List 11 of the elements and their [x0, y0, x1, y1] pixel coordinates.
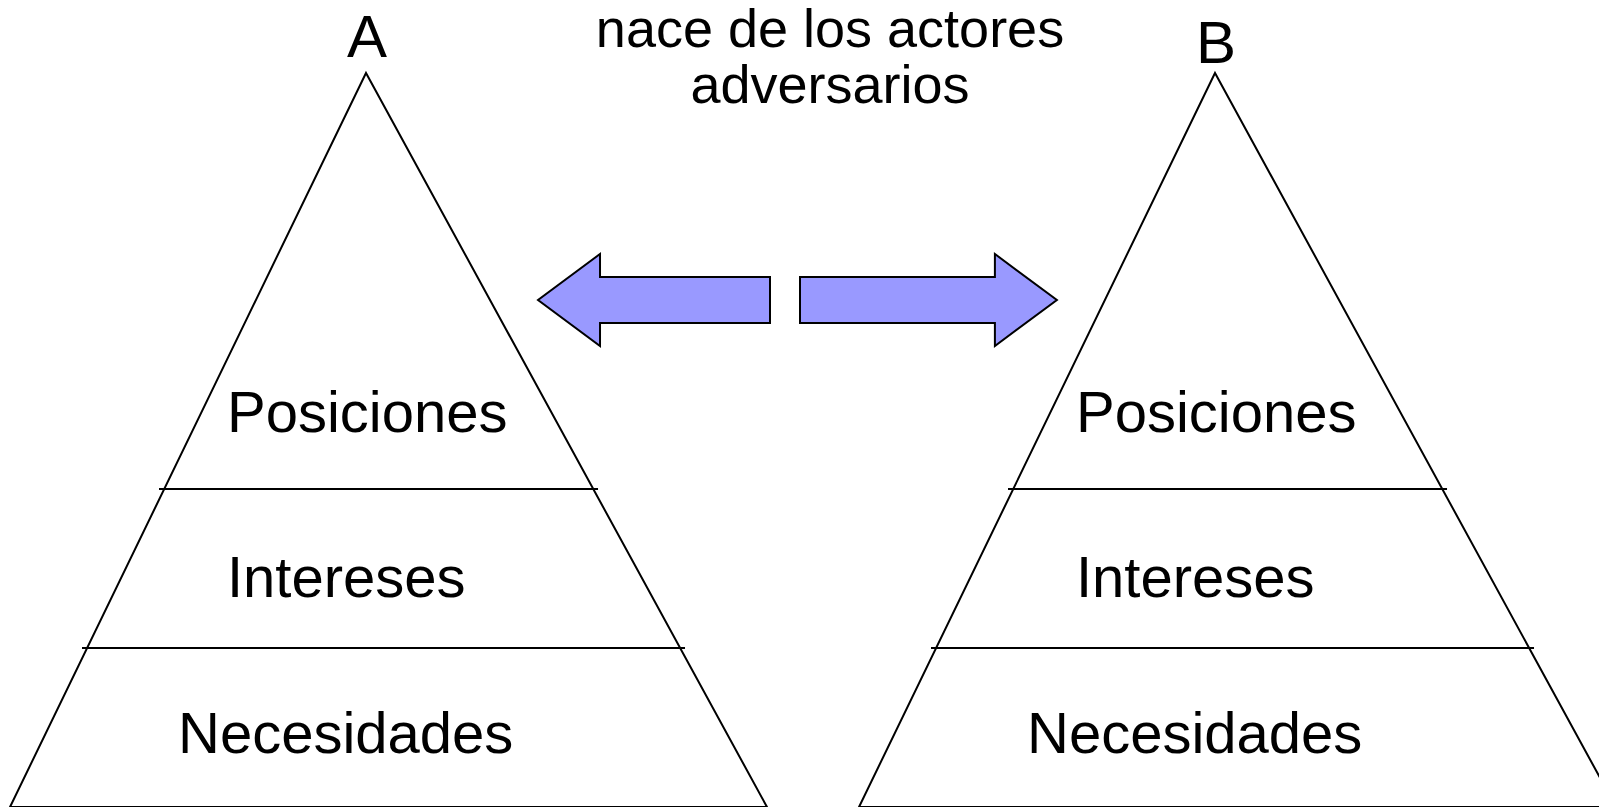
layer-label: Necesidades [178, 704, 514, 762]
layer-label: Intereses [1076, 548, 1315, 606]
layer-label: Posiciones [1076, 383, 1357, 441]
pyramid-heading: A [347, 7, 388, 67]
block-arrow [536, 252, 771, 348]
layer-label: Necesidades [1027, 704, 1363, 762]
layer-label: Intereses [227, 548, 466, 606]
block-arrow [799, 252, 1059, 348]
pyramid-heading: B [1196, 13, 1237, 73]
layer-label: Posiciones [227, 383, 508, 441]
title: nace de los actores adversarios [594, 0, 1066, 112]
